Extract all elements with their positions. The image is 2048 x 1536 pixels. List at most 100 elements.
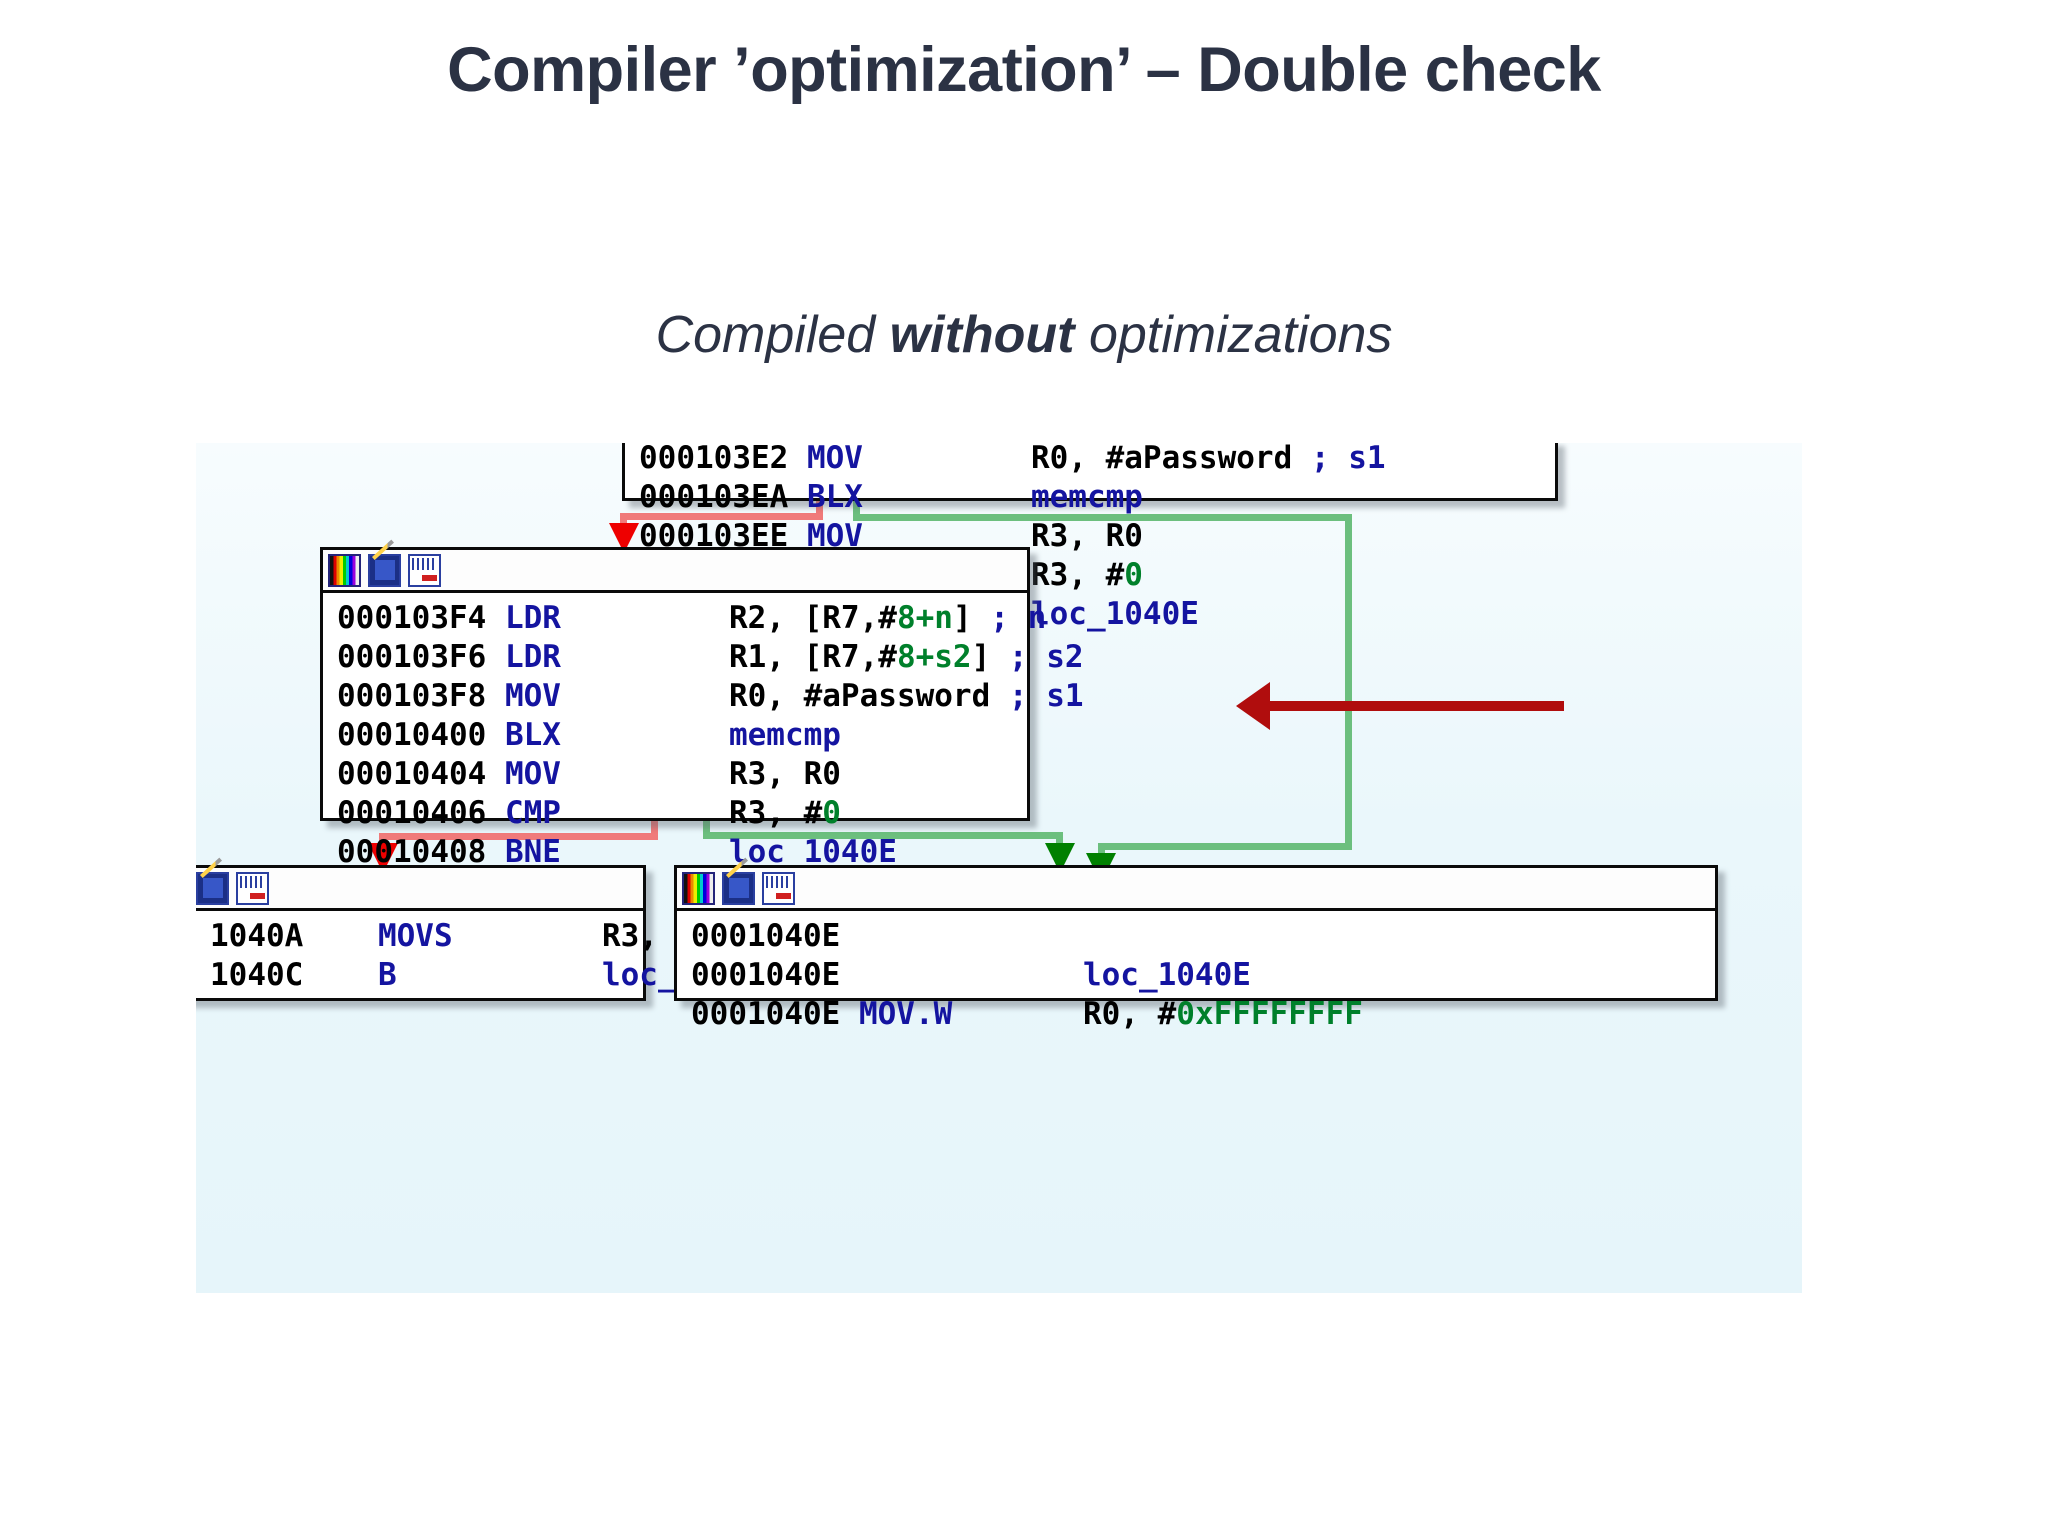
edge-green-top-seg-h — [853, 514, 1352, 521]
asm-operand: memcmp — [1030, 479, 1143, 515]
asm-line[interactable]: 00010400 BLX memcmp — [323, 716, 1027, 755]
chart-icon[interactable] — [236, 871, 269, 905]
asm-operand: ; n — [990, 600, 1047, 636]
slide-subtitle: Compiled without optimizations — [0, 305, 2048, 365]
asm-mnemonic: CMP — [504, 795, 729, 831]
edge-red-mid-seg-v1 — [651, 817, 658, 839]
annotation-arrowhead-2 — [1236, 682, 1270, 730]
asm-line[interactable]: 0001040E — [677, 917, 1715, 956]
asm-operand: R3, # — [1030, 557, 1125, 593]
subtitle-emphasis: without — [889, 306, 1075, 364]
asm-mnemonic: MOV — [504, 678, 729, 714]
asm-mnemonic: MOV.W — [858, 996, 1083, 1032]
palette-icon[interactable] — [328, 553, 361, 587]
asm-address: 00010406 — [337, 795, 505, 831]
asm-operand: R3, # — [728, 795, 823, 831]
graph-node-bottom-left[interactable]: 1040A MOVS R3, #01040C B loc_10412 — [196, 865, 770, 1001]
asm-address: 000103F8 — [337, 678, 505, 714]
asm-line[interactable]: 0001040E MOV.W R0, #0xFFFFFFFF — [677, 995, 1715, 1034]
subtitle-part-2: optimizations — [1074, 306, 1393, 364]
chart-icon[interactable] — [408, 553, 441, 587]
asm-address: 1040C — [210, 957, 378, 993]
annotation-shaft-2 — [1266, 701, 1564, 711]
asm-mnemonic: BLX — [504, 717, 729, 753]
edge-green-mid-seg-v1 — [703, 817, 710, 837]
asm-operand: 0xFFFFFFFF — [1176, 996, 1363, 1032]
chart-icon[interactable] — [762, 871, 795, 905]
asm-operand: loc_1040E — [1082, 957, 1251, 993]
asm-address: 000103F6 — [337, 639, 505, 675]
asm-address: 1040A — [210, 918, 378, 954]
asm-line[interactable]: 000103EA BLX memcmp — [625, 478, 1555, 517]
asm-line[interactable]: 1040A MOVS R3, #0 — [196, 917, 714, 956]
asm-line[interactable]: 00010408 BNE loc_1040E — [323, 833, 1027, 872]
asm-operand: 8+s2 — [896, 639, 972, 675]
asm-address: 00010404 — [337, 756, 505, 792]
edge-green-top-seg-h2 — [1098, 843, 1352, 850]
asm-operand: 8+n — [896, 600, 953, 636]
asm-operand: R2, [R7,# — [728, 600, 897, 636]
asm-mnemonic: MOV — [806, 443, 1031, 476]
edge-green-top-seg-v1 — [853, 500, 860, 520]
asm-mnemonic — [859, 956, 1083, 995]
asm-operand: R1, [R7,# — [728, 639, 897, 675]
asm-line[interactable]: 00010404 MOV R3, R0 — [323, 755, 1027, 794]
asm-operand: loc_1040E — [1030, 596, 1199, 632]
edge-green-top-seg-v2 — [1345, 514, 1352, 849]
asm-operand: R0, #aPassword — [728, 678, 1009, 714]
asm-line[interactable]: 000103F6 LDR R1, [R7,#8+s2] ; s2 — [323, 638, 1084, 677]
edit-icon[interactable] — [368, 553, 401, 587]
asm-mnemonic: MOVS — [377, 918, 602, 954]
graph-node-middle-titlebar[interactable] — [323, 550, 1027, 593]
asm-operand: ; s2 — [1008, 639, 1084, 675]
asm-mnemonic: LDR — [504, 600, 729, 636]
edge-red-top-seg-h — [620, 513, 823, 520]
subtitle-part-1: Compiled — [655, 306, 890, 364]
graph-node-bottom-left-titlebar[interactable] — [196, 868, 643, 911]
edit-icon[interactable] — [722, 871, 755, 905]
asm-address: 000103EA — [639, 479, 807, 515]
asm-address: 000103F4 — [337, 600, 505, 636]
asm-mnemonic: BNE — [504, 834, 729, 870]
asm-line[interactable]: 000103E2 MOV R0, #aPassword ; s1 — [625, 443, 1555, 478]
edit-icon[interactable] — [196, 871, 229, 905]
asm-operand: 0 — [1124, 557, 1143, 593]
edge-red-mid-seg-h — [379, 833, 658, 840]
asm-operand: ] — [971, 639, 1009, 675]
asm-address: 00010400 — [337, 717, 505, 753]
asm-operand: R0, # — [1082, 996, 1177, 1032]
slide-title: Compiler ’optimization’ – Double check — [447, 35, 1601, 105]
asm-operand: ] — [952, 600, 991, 636]
asm-mnemonic: MOV — [504, 756, 729, 792]
asm-line[interactable]: 00010406 CMP R3, #0 — [323, 794, 1027, 833]
asm-line[interactable]: 1040C B loc_10412 — [196, 956, 770, 995]
asm-operand: ; s1 — [1008, 678, 1084, 714]
asm-address: 00010408 — [337, 834, 505, 870]
asm-operand: loc_1040E — [728, 834, 897, 870]
asm-operand: R0, #aPassword — [1030, 443, 1311, 476]
asm-mnemonic: LDR — [504, 639, 729, 675]
asm-address: 0001040E — [691, 996, 859, 1032]
asm-operand: ; s1 — [1310, 443, 1386, 476]
asm-address: 0001040E — [691, 957, 859, 993]
asm-address: 0001040E — [691, 918, 859, 954]
asm-operand: memcmp — [728, 717, 841, 753]
graph-node-bottom-left-body: 1040A MOVS R3, #01040C B loc_10412 — [196, 911, 770, 1001]
asm-mnemonic: BLX — [806, 479, 1031, 515]
asm-line[interactable]: 000103F8 MOV R0, #aPassword ; s1 — [323, 677, 1084, 716]
asm-line[interactable]: 000103F4 LDR R2, [R7,#8+n] ; n — [323, 599, 1046, 638]
asm-mnemonic: B — [377, 957, 602, 993]
asm-mnemonic — [859, 917, 1083, 956]
palette-icon[interactable] — [682, 871, 715, 905]
asm-operand: R3, R0 — [728, 756, 841, 792]
asm-operand: R3, R0 — [1030, 518, 1143, 554]
graph-node-bottom-right-titlebar[interactable] — [677, 868, 1715, 911]
asm-line[interactable]: 0001040E loc_1040E — [677, 956, 1715, 995]
edge-red-top-seg-v1 — [816, 500, 823, 518]
